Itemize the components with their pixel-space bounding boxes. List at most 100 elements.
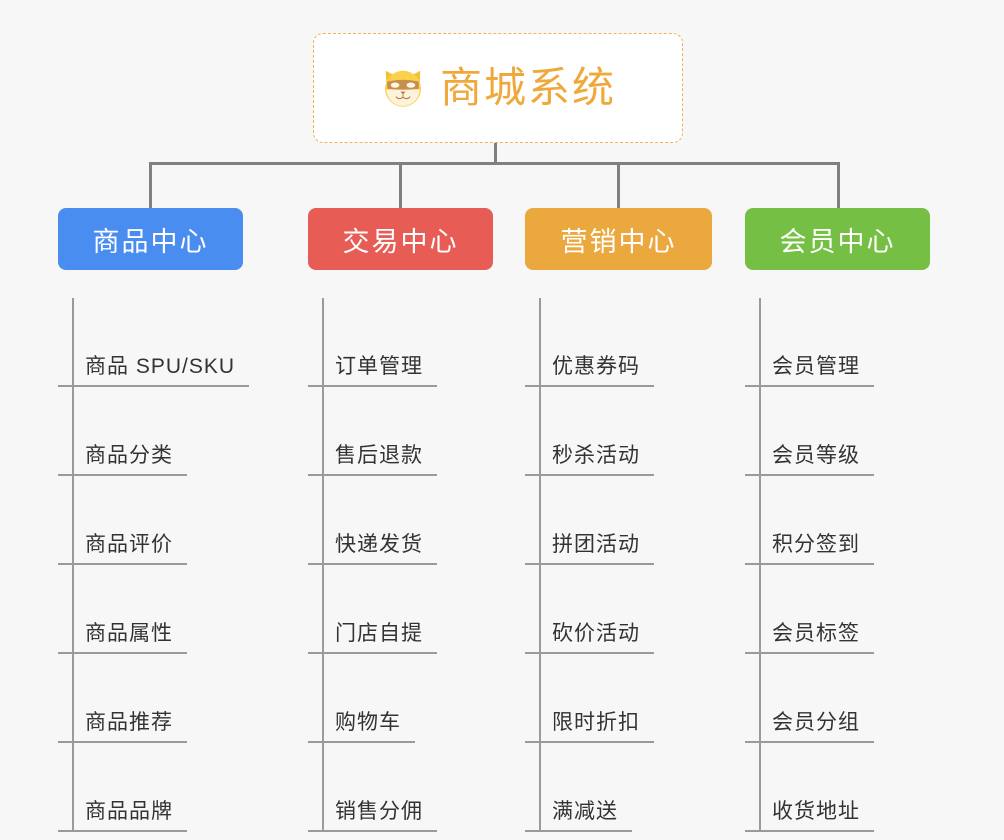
leaf-item[interactable]: 快递发货 <box>308 476 493 565</box>
leaf-underline: 门店自提 <box>308 617 437 654</box>
leaf-underline: 积分签到 <box>745 528 874 565</box>
leaf-underline: 收货地址 <box>745 795 874 832</box>
leaf-underline: 商品评价 <box>58 528 187 565</box>
leaf-item[interactable]: 限时折扣 <box>525 654 712 743</box>
leaf-item[interactable]: 收货地址 <box>745 743 930 832</box>
leaf-spine-line <box>72 298 74 832</box>
connector-horizontal-bus <box>150 162 839 165</box>
connector-drop-2 <box>399 162 402 209</box>
branch-column: 会员中心会员管理会员等级积分签到会员标签会员分组收货地址 <box>745 208 930 832</box>
leaf-item[interactable]: 拼团活动 <box>525 476 712 565</box>
leaf-label: 商品品牌 <box>85 800 173 823</box>
leaf-label: 秒杀活动 <box>552 444 640 467</box>
leaf-underline: 售后退款 <box>308 439 437 476</box>
leaf-label: 商品分类 <box>85 444 173 467</box>
leaf-item[interactable]: 优惠券码 <box>525 298 712 387</box>
leaf-item[interactable]: 订单管理 <box>308 298 493 387</box>
leaf-underline: 订单管理 <box>308 350 437 387</box>
leaf-underline: 拼团活动 <box>525 528 654 565</box>
branch-header[interactable]: 商品中心 <box>58 208 243 270</box>
leaf-underline: 商品品牌 <box>58 795 187 832</box>
leaf-label: 限时折扣 <box>552 711 640 734</box>
leaf-list: 优惠券码秒杀活动拼团活动砍价活动限时折扣满减送 <box>525 298 712 832</box>
leaf-label: 快递发货 <box>335 533 423 556</box>
leaf-spine-line <box>322 298 324 832</box>
leaf-label: 会员等级 <box>772 444 860 467</box>
leaf-item[interactable]: 商品属性 <box>58 565 243 654</box>
leaf-item[interactable]: 会员管理 <box>745 298 930 387</box>
leaf-label: 砍价活动 <box>552 622 640 645</box>
leaf-underline: 商品属性 <box>58 617 187 654</box>
leaf-label: 销售分佣 <box>335 800 423 823</box>
leaf-item[interactable]: 商品品牌 <box>58 743 243 832</box>
branch-header-label: 交易中心 <box>342 226 459 257</box>
leaf-spine-line <box>759 298 761 832</box>
leaf-item[interactable]: 会员分组 <box>745 654 930 743</box>
leaf-label: 商品属性 <box>85 622 173 645</box>
connector-drop-1 <box>149 162 152 209</box>
leaf-item[interactable]: 砍价活动 <box>525 565 712 654</box>
leaf-item[interactable]: 销售分佣 <box>308 743 493 832</box>
leaf-label: 会员分组 <box>772 711 860 734</box>
leaf-underline: 商品推荐 <box>58 706 187 743</box>
connector-root-stem <box>494 143 497 164</box>
leaf-label: 售后退款 <box>335 444 423 467</box>
root-title: 商城系统 <box>439 64 616 111</box>
leaf-item[interactable]: 商品推荐 <box>58 654 243 743</box>
leaf-label: 商品评价 <box>85 533 173 556</box>
leaf-underline: 销售分佣 <box>308 795 437 832</box>
branch-header-label: 营销中心 <box>560 226 677 257</box>
leaf-label: 收货地址 <box>772 800 860 823</box>
leaf-spine-line <box>539 298 541 832</box>
leaf-label: 满减送 <box>552 800 618 823</box>
leaf-underline: 优惠券码 <box>525 350 654 387</box>
branch-header[interactable]: 会员中心 <box>745 208 930 270</box>
branch-header-label: 会员中心 <box>779 226 896 257</box>
leaf-label: 会员管理 <box>772 355 860 378</box>
leaf-item[interactable]: 秒杀活动 <box>525 387 712 476</box>
leaf-label: 积分签到 <box>772 533 860 556</box>
leaf-list: 会员管理会员等级积分签到会员标签会员分组收货地址 <box>745 298 930 832</box>
leaf-underline: 砍价活动 <box>525 617 654 654</box>
branch-column: 交易中心订单管理售后退款快递发货门店自提购物车销售分佣 <box>308 208 493 832</box>
leaf-item[interactable]: 商品分类 <box>58 387 243 476</box>
leaf-underline: 满减送 <box>525 795 632 832</box>
branch-column: 商品中心商品 SPU/SKU 商品分类商品评价商品属性商品推荐商品品牌 <box>58 208 250 832</box>
leaf-label: 商品推荐 <box>85 711 173 734</box>
leaf-item[interactable]: 售后退款 <box>308 387 493 476</box>
leaf-label: 会员标签 <box>772 622 860 645</box>
leaf-label: 订单管理 <box>335 355 423 378</box>
leaf-label: 商品 SPU/SKU <box>85 355 236 378</box>
leaf-list: 订单管理售后退款快递发货门店自提购物车销售分佣 <box>308 298 493 832</box>
leaf-item[interactable]: 商品评价 <box>58 476 243 565</box>
leaf-underline: 秒杀活动 <box>525 439 654 476</box>
leaf-item[interactable]: 会员标签 <box>745 565 930 654</box>
leaf-item[interactable]: 满减送 <box>525 743 712 832</box>
leaf-underline: 会员等级 <box>745 439 874 476</box>
leaf-label: 购物车 <box>335 711 401 734</box>
leaf-item[interactable]: 商品 SPU/SKU <box>58 298 250 387</box>
leaf-item[interactable]: 购物车 <box>308 654 493 743</box>
branch-header[interactable]: 交易中心 <box>308 208 493 270</box>
branch-header-label: 商品中心 <box>92 226 209 257</box>
leaf-item[interactable]: 积分签到 <box>745 476 930 565</box>
leaf-item[interactable]: 门店自提 <box>308 565 493 654</box>
connector-drop-3 <box>617 162 620 209</box>
leaf-underline: 商品 SPU/SKU <box>58 350 250 387</box>
leaf-underline: 商品分类 <box>58 439 187 476</box>
leaf-list: 商品 SPU/SKU 商品分类商品评价商品属性商品推荐商品品牌 <box>58 298 250 832</box>
shiba-inu-face-icon <box>385 70 421 107</box>
leaf-underline: 限时折扣 <box>525 706 654 743</box>
leaf-underline: 购物车 <box>308 706 415 743</box>
leaf-underline: 快递发货 <box>308 528 437 565</box>
branch-header[interactable]: 营销中心 <box>525 208 712 270</box>
root-node[interactable]: 商城系统 <box>313 33 683 143</box>
branch-column: 营销中心优惠券码秒杀活动拼团活动砍价活动限时折扣满减送 <box>525 208 712 832</box>
leaf-underline: 会员管理 <box>745 350 874 387</box>
leaf-item[interactable]: 会员等级 <box>745 387 930 476</box>
connector-drop-4 <box>837 162 840 209</box>
leaf-label: 优惠券码 <box>552 355 640 378</box>
leaf-label: 拼团活动 <box>552 533 640 556</box>
leaf-label: 门店自提 <box>335 622 423 645</box>
